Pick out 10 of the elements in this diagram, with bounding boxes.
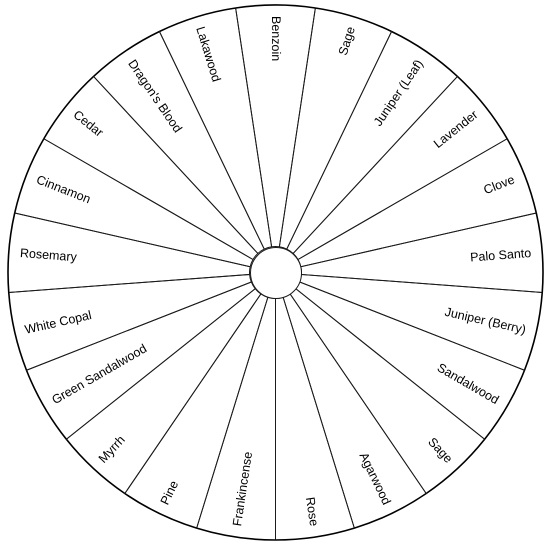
segment-label: Benzoin xyxy=(268,16,284,62)
segment-label: Juniper (Berry) xyxy=(443,303,528,338)
segment-label: Sage xyxy=(334,25,359,58)
segment-label: Frankincense xyxy=(229,450,256,528)
segment-label: Palo Santo xyxy=(470,245,532,266)
segment-label: Pine xyxy=(157,478,182,508)
segment-label: Rose xyxy=(301,496,322,528)
segment-label: Rosemary xyxy=(19,245,78,266)
segment-label: Clove xyxy=(482,171,518,198)
segment-label: White Copal xyxy=(24,306,94,338)
